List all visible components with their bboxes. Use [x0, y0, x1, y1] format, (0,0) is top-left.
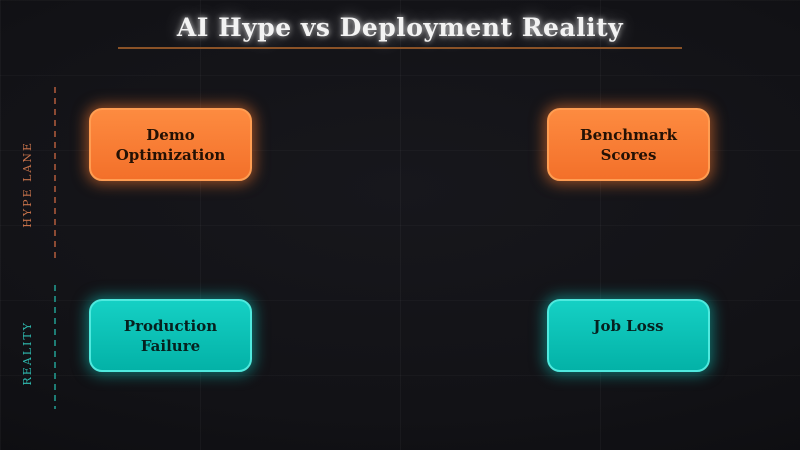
- node-label: Benchmark Scores: [579, 126, 678, 164]
- lane-label-hype-lane: HYPE LANE: [21, 141, 34, 228]
- node-production-failure: Production Failure: [89, 299, 252, 372]
- lane-divider-hype-lane: [54, 87, 56, 263]
- page-title: AI Hype vs Deployment Reality: [176, 13, 624, 42]
- node-label: Job Loss: [593, 317, 664, 335]
- node-label: Demo Optimization: [115, 126, 226, 164]
- lane-label-reality: REALITY: [21, 321, 34, 386]
- title-underline: [118, 47, 682, 49]
- node-job-loss: Job Loss: [547, 299, 710, 372]
- node-label: Production Failure: [123, 317, 218, 355]
- lane-divider-reality: [54, 285, 56, 409]
- node-demo-optimization: Demo Optimization: [89, 108, 252, 181]
- node-benchmark-scores: Benchmark Scores: [547, 108, 710, 181]
